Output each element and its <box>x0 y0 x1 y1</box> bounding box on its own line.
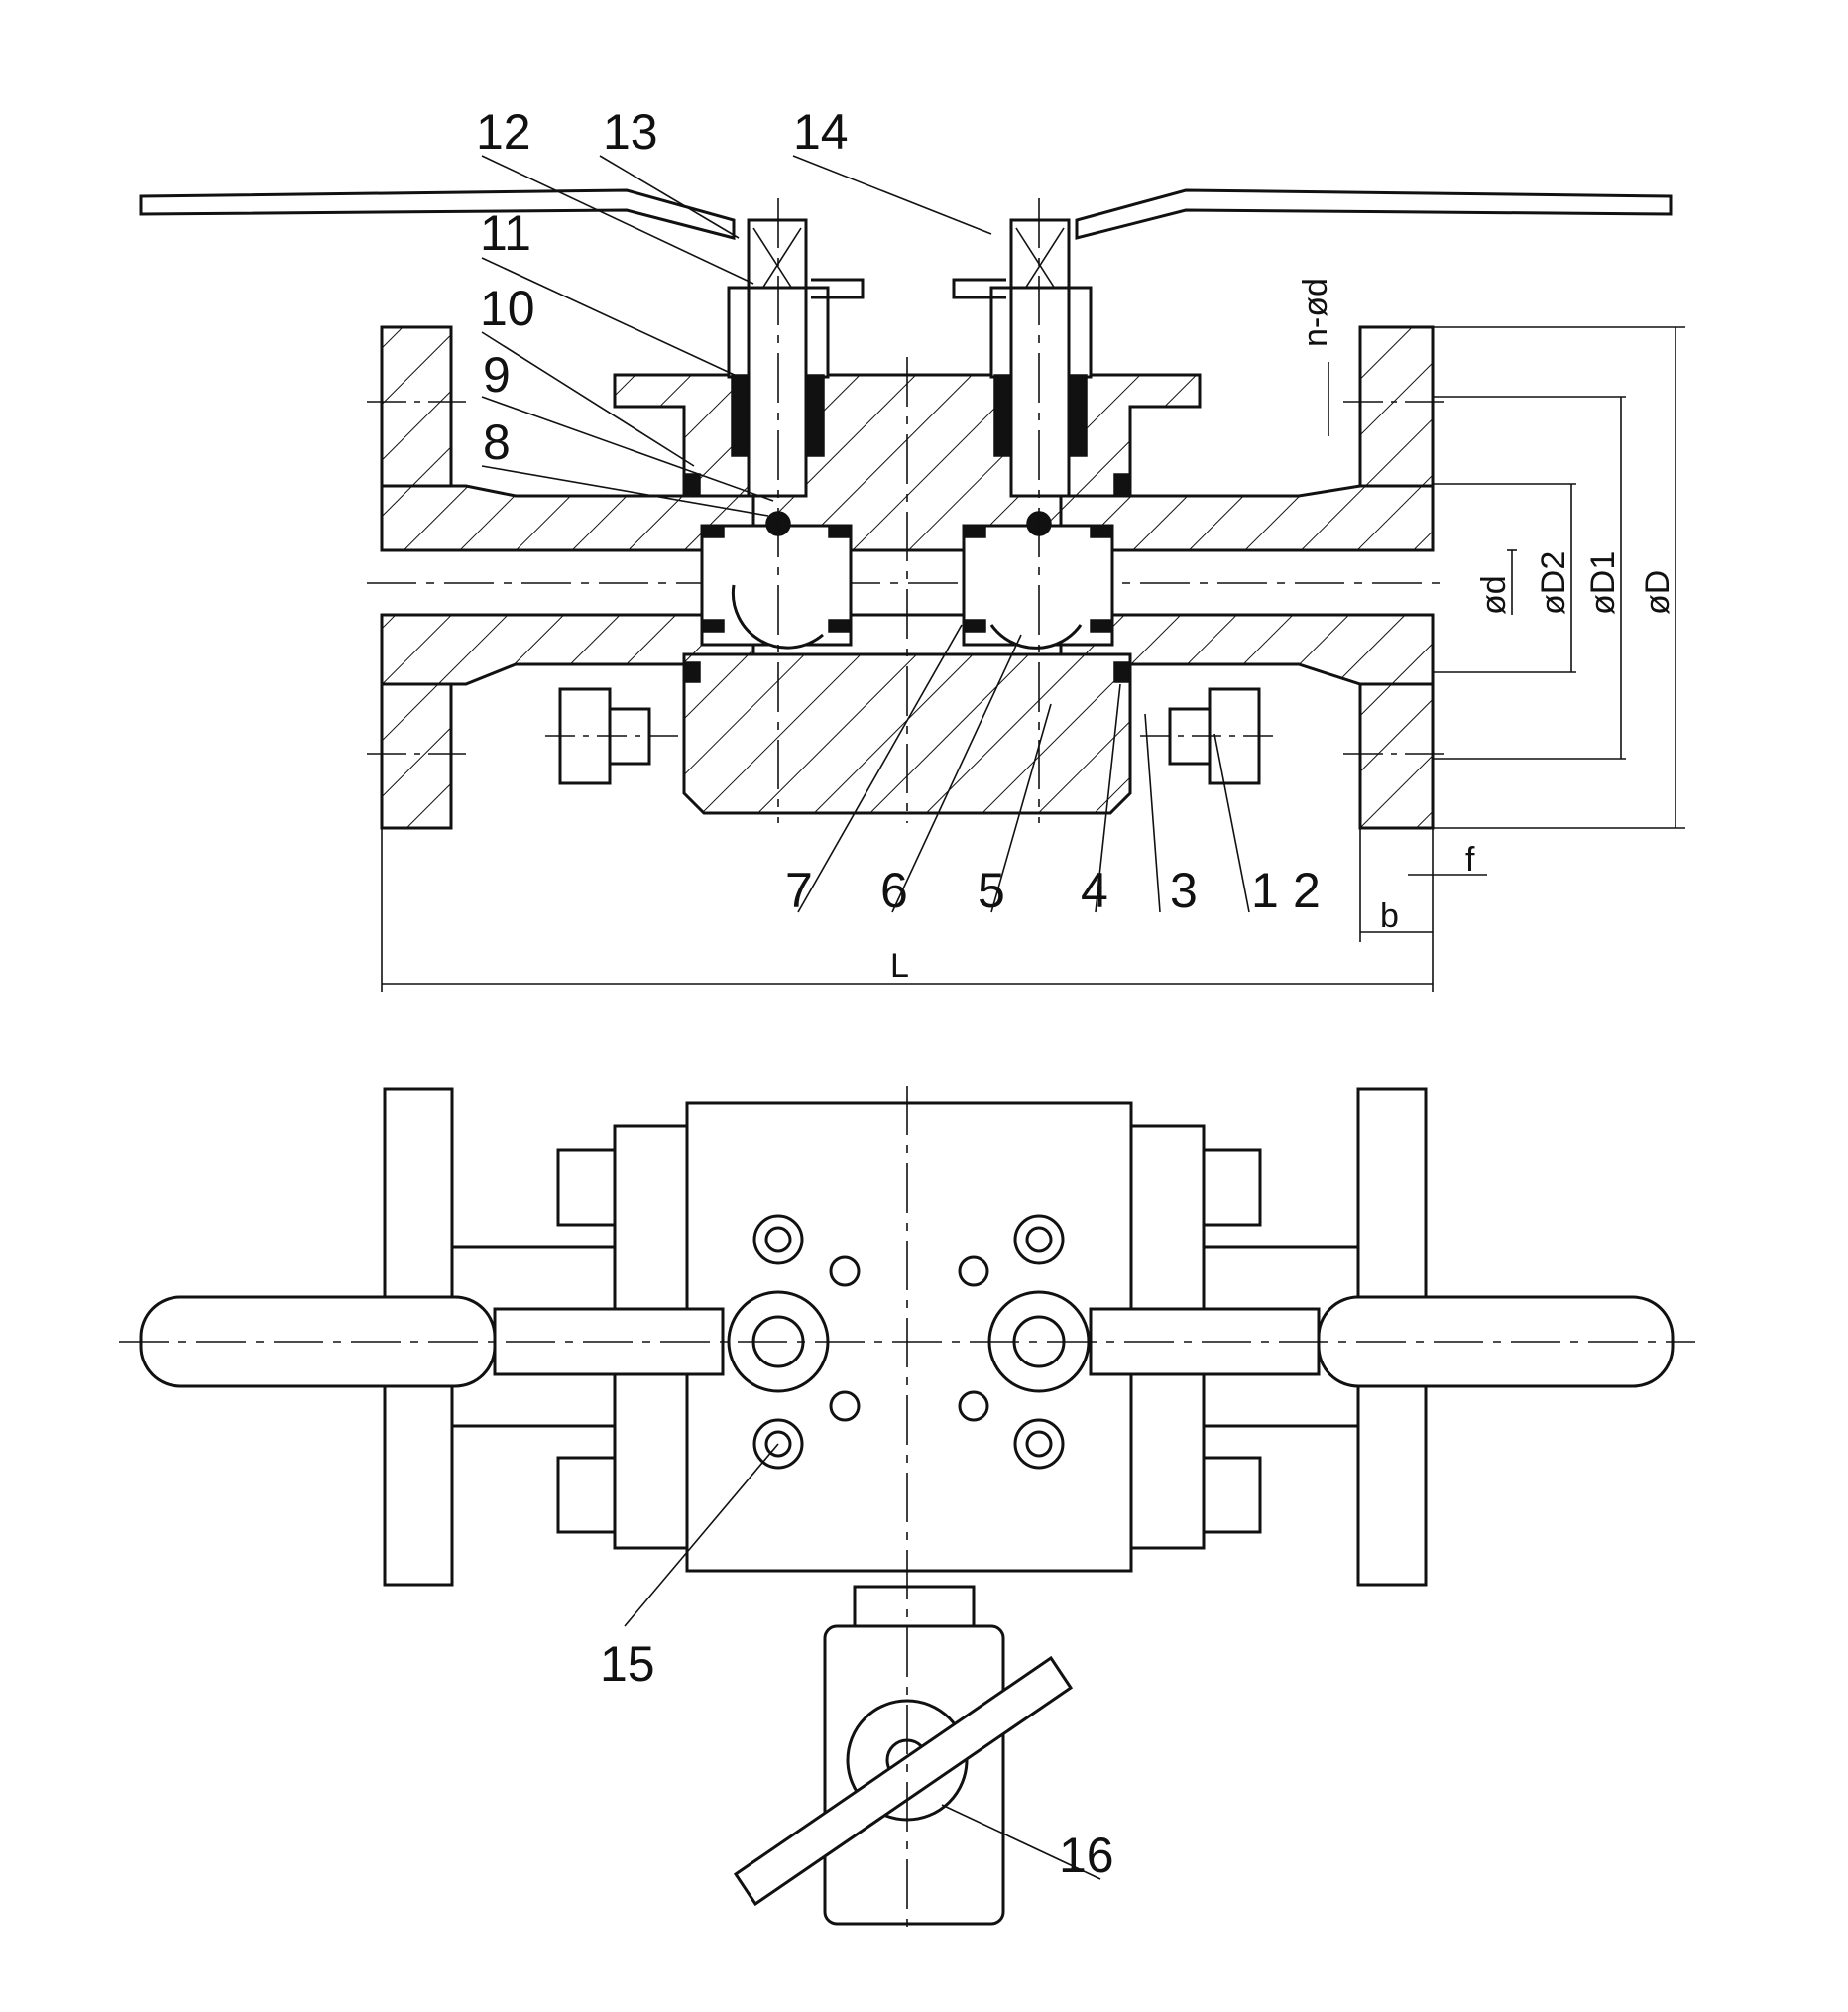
dim-length: L <box>890 947 909 985</box>
right-handle <box>1075 188 1673 240</box>
callout-labels: 12 13 14 11 10 9 8 7 6 5 4 3 1 2 15 16 <box>476 104 1321 1883</box>
dim-raised-face: øD2 <box>1535 551 1572 615</box>
callout-14: 14 <box>793 104 849 160</box>
section-view <box>139 155 1685 992</box>
callout-15: 15 <box>600 1636 655 1692</box>
callout-8: 8 <box>483 414 511 470</box>
callout-4: 4 <box>1081 863 1108 918</box>
right-ball-assembly <box>962 473 1129 683</box>
dimension-labels: ød øD2 øD1 øD n-ød b f L <box>890 278 1676 985</box>
left-bolt <box>545 687 684 785</box>
callout-9: 9 <box>483 347 511 403</box>
dim-flange-od: øD <box>1639 570 1676 615</box>
callout-7: 7 <box>785 863 813 918</box>
callout-16: 16 <box>1059 1828 1114 1883</box>
callout-5: 5 <box>978 863 1005 918</box>
callout-13: 13 <box>603 104 658 160</box>
drain-valve-handle <box>733 1655 1074 1907</box>
callout-3: 3 <box>1170 863 1198 918</box>
left-handle <box>139 188 736 240</box>
left-ball-assembly <box>685 473 853 683</box>
dim-bolt-holes: n-ød <box>1297 278 1334 347</box>
section-leaders <box>481 155 1250 913</box>
right-bolt <box>1140 687 1279 785</box>
dim-bolt-circle: øD1 <box>1584 551 1622 615</box>
dimension-lines <box>381 326 1685 992</box>
dim-bore: ød <box>1475 575 1513 615</box>
drain-valve-body <box>853 1585 976 1628</box>
callout-11: 11 <box>480 205 531 261</box>
callout-12: 12 <box>476 104 531 160</box>
dim-raised-face-height: f <box>1465 841 1475 879</box>
callout-10: 10 <box>480 281 535 336</box>
plan-view <box>119 1086 1695 1934</box>
right-stem <box>952 218 1093 498</box>
callout-2: 2 <box>1293 863 1321 918</box>
left-flange <box>367 325 755 830</box>
dim-flange-thickness: b <box>1380 897 1399 935</box>
callout-6: 6 <box>880 863 908 918</box>
callout-1: 1 <box>1251 863 1279 918</box>
